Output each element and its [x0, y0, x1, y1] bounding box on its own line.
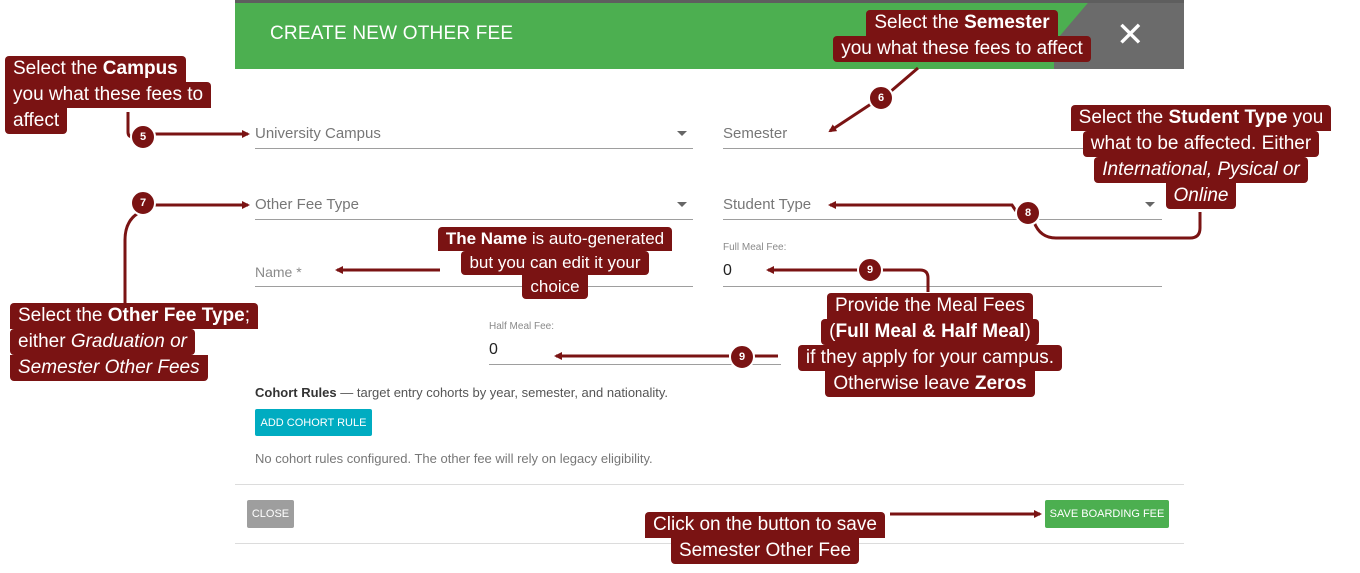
callout-line: choice: [522, 275, 588, 299]
callout-line: Semester Other Fees: [10, 355, 208, 381]
name-input[interactable]: Name *: [255, 264, 302, 280]
dialog-title: CREATE NEW OTHER FEE: [270, 23, 514, 44]
arrow-6: [828, 102, 872, 133]
callout-line: (Full Meal & Half Meal): [821, 319, 1039, 345]
close-button[interactable]: CLOSE: [247, 500, 294, 528]
callout-line: Otherwise leave Zeros: [825, 371, 1035, 397]
callout-line: The Name is auto-generated: [437, 227, 673, 251]
full-meal-label: Full Meal Fee:: [723, 242, 787, 253]
fee-type-underline: [255, 219, 693, 220]
callout-campus: Select the Campus you what these fees to…: [5, 56, 212, 134]
half-meal-input[interactable]: 0: [489, 341, 498, 358]
step-badge-8: 8: [1015, 200, 1041, 226]
step-badge-5: 5: [130, 124, 156, 150]
student-type-select[interactable]: Student Type: [723, 196, 812, 213]
full-meal-underline: [723, 286, 1162, 287]
half-meal-underline: [489, 364, 781, 365]
step-badge-6: 6: [868, 85, 894, 111]
chevron-down-icon[interactable]: [677, 202, 687, 207]
campus-underline: [255, 148, 693, 149]
step-badge-9: 9: [857, 257, 883, 283]
header-top-strip: [235, 0, 1184, 3]
callout-line: International, Pysical or: [1094, 157, 1308, 183]
name-underline: [255, 286, 693, 287]
callout-line: Select the Campus: [5, 56, 186, 82]
callout-line: Provide the Meal Fees: [826, 293, 1034, 319]
cohort-rules-heading: Cohort Rules — target entry cohorts by y…: [255, 385, 668, 400]
half-meal-label: Half Meal Fee:: [489, 321, 555, 332]
footer-divider-top: [235, 484, 1184, 485]
add-cohort-rule-button[interactable]: ADD COHORT RULE: [255, 409, 372, 436]
chevron-down-icon[interactable]: [1145, 202, 1155, 207]
callout-line: but you can edit it your: [461, 251, 649, 275]
chevron-down-icon[interactable]: [677, 131, 687, 136]
semester-select[interactable]: Semester: [723, 125, 788, 142]
callout-save: Click on the button to save Semester Oth…: [625, 512, 905, 564]
fee-type-select[interactable]: Other Fee Type: [255, 196, 359, 213]
semester-underline: [723, 148, 1162, 149]
callout-line: Click on the button to save: [645, 512, 885, 538]
callout-line: you what these fees to affect: [833, 36, 1091, 62]
save-boarding-fee-button[interactable]: SAVE BOARDING FEE: [1045, 500, 1169, 528]
callout-fee-type: Select the Other Fee Type; either Gradua…: [10, 303, 258, 381]
callout-line: you what these fees to: [5, 82, 212, 108]
close-icon[interactable]: ✕: [1116, 16, 1145, 54]
callout-line: affect: [5, 108, 68, 134]
callout-line: either Graduation or: [10, 329, 195, 355]
cohort-rules-title: Cohort Rules: [255, 385, 337, 400]
arrow-7-link: [123, 210, 141, 305]
arrow-6-link: [889, 66, 919, 94]
callout-line: Online: [1165, 183, 1237, 209]
callout-line: Semester Other Fee: [670, 538, 860, 564]
full-meal-input[interactable]: 0: [723, 262, 732, 279]
callout-line: if they apply for your campus.: [797, 345, 1063, 371]
arrow-9a-link: [882, 268, 930, 292]
cohort-rules-description: — target entry cohorts by year, semester…: [336, 385, 669, 400]
cohort-empty-note: No cohort rules configured. The other fe…: [255, 451, 653, 466]
callout-line: what to be affected. Either: [1082, 131, 1320, 157]
student-type-underline: [723, 219, 1162, 220]
callout-semester: Select the Semester you what these fees …: [817, 10, 1107, 62]
callout-name: The Name is auto-generated but you can e…: [430, 227, 680, 299]
callout-line: Select the Student Type you: [1070, 105, 1332, 131]
campus-select[interactable]: University Campus: [255, 125, 381, 142]
step-badge-9: 9: [729, 344, 755, 370]
callout-meal-fees: Provide the Meal Fees (Full Meal & Half …: [775, 293, 1085, 397]
callout-line: Select the Semester: [866, 10, 1058, 36]
callout-line: Select the Other Fee Type;: [10, 303, 258, 329]
step-badge-7: 7: [130, 190, 156, 216]
callout-student-type: Select the Student Type you what to be a…: [1057, 105, 1345, 209]
arrow-8: [828, 201, 1018, 212]
arrow-8-link: [1032, 212, 1202, 240]
